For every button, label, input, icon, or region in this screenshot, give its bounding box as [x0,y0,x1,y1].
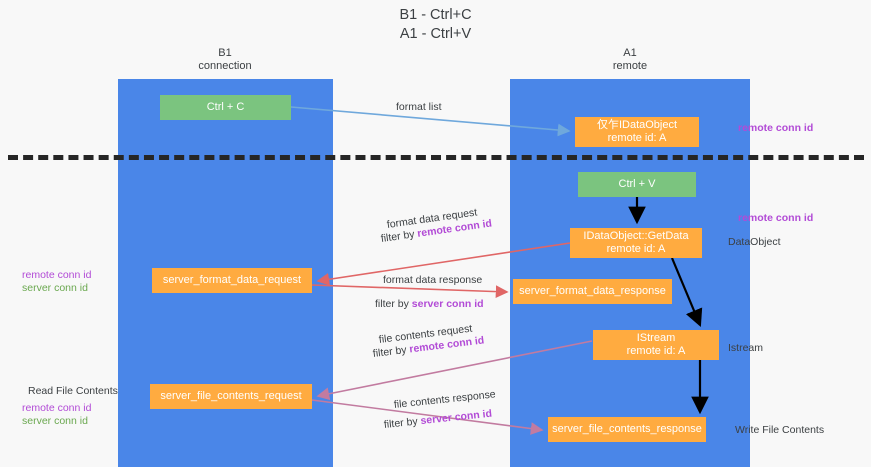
arrow-format-list [290,106,571,137]
box-server-format-data-request[interactable]: server_format_data_request [152,268,312,293]
label-istream: Istream [728,342,764,354]
server-conn-id-text: server conn id [411,298,484,310]
arrow-getdata-to-istream [670,257,703,328]
box-istream[interactable]: IStream remote id: A [593,330,719,360]
box-server-file-contents-request[interactable]: server_file_contents_request [150,384,312,409]
label-dataobject: DataObject [728,236,781,248]
arrow-format-data-response [311,284,509,298]
box-server-format-data-response[interactable]: server_format_data_response [513,279,672,304]
column-header-b1: B1 connection [198,47,252,72]
filter-by-text: filter by [383,415,422,431]
box-ctrl-v[interactable]: Ctrl + V [578,172,696,197]
section-divider [8,155,864,160]
label-left-conn-ids-middle: remote conn id server conn id [22,269,91,295]
label-left-remote-conn-id-middle: remote conn id [22,269,92,281]
column-header-a1: A1 remote [612,47,648,72]
label-write-file-contents: Write File Contents [735,424,825,436]
arrow-file-contents-request [316,340,593,401]
label-remote-conn-id-middle: remote conn id [738,212,814,224]
label-left-conn-ids-bottom: remote conn id server conn id [22,402,91,428]
label-read-file-contents: Read File Contents [28,385,118,397]
box-server-file-contents-response[interactable]: server_file_contents_response [548,417,706,442]
diagram-title: B1 - Ctrl+C A1 - Ctrl+V [399,7,472,42]
edge-label-filter-by-server-conn-id-format: filter by server conn id [375,298,484,311]
box-ctrl-c[interactable]: Ctrl + C [160,95,291,120]
label-left-server-conn-id-middle: server conn id [22,282,88,294]
filter-by-text: filter by [375,298,412,310]
label-left-remote-conn-id-bottom: remote conn id [22,402,92,414]
box-idataobject[interactable]: 仅乍IDataObject remote id: A [575,117,699,147]
arrow-file-contents-response [311,399,544,435]
label-remote-conn-id-top: remote conn id [738,122,814,134]
edge-label-format-list: format list [396,101,442,113]
edge-label-format-data-response: format data response [383,274,483,286]
arrow-format-data-request [316,242,571,286]
label-left-server-conn-id-bottom: server conn id [22,415,88,427]
box-idataobject-getdata[interactable]: IDataObject::GetData remote id: A [570,228,702,258]
